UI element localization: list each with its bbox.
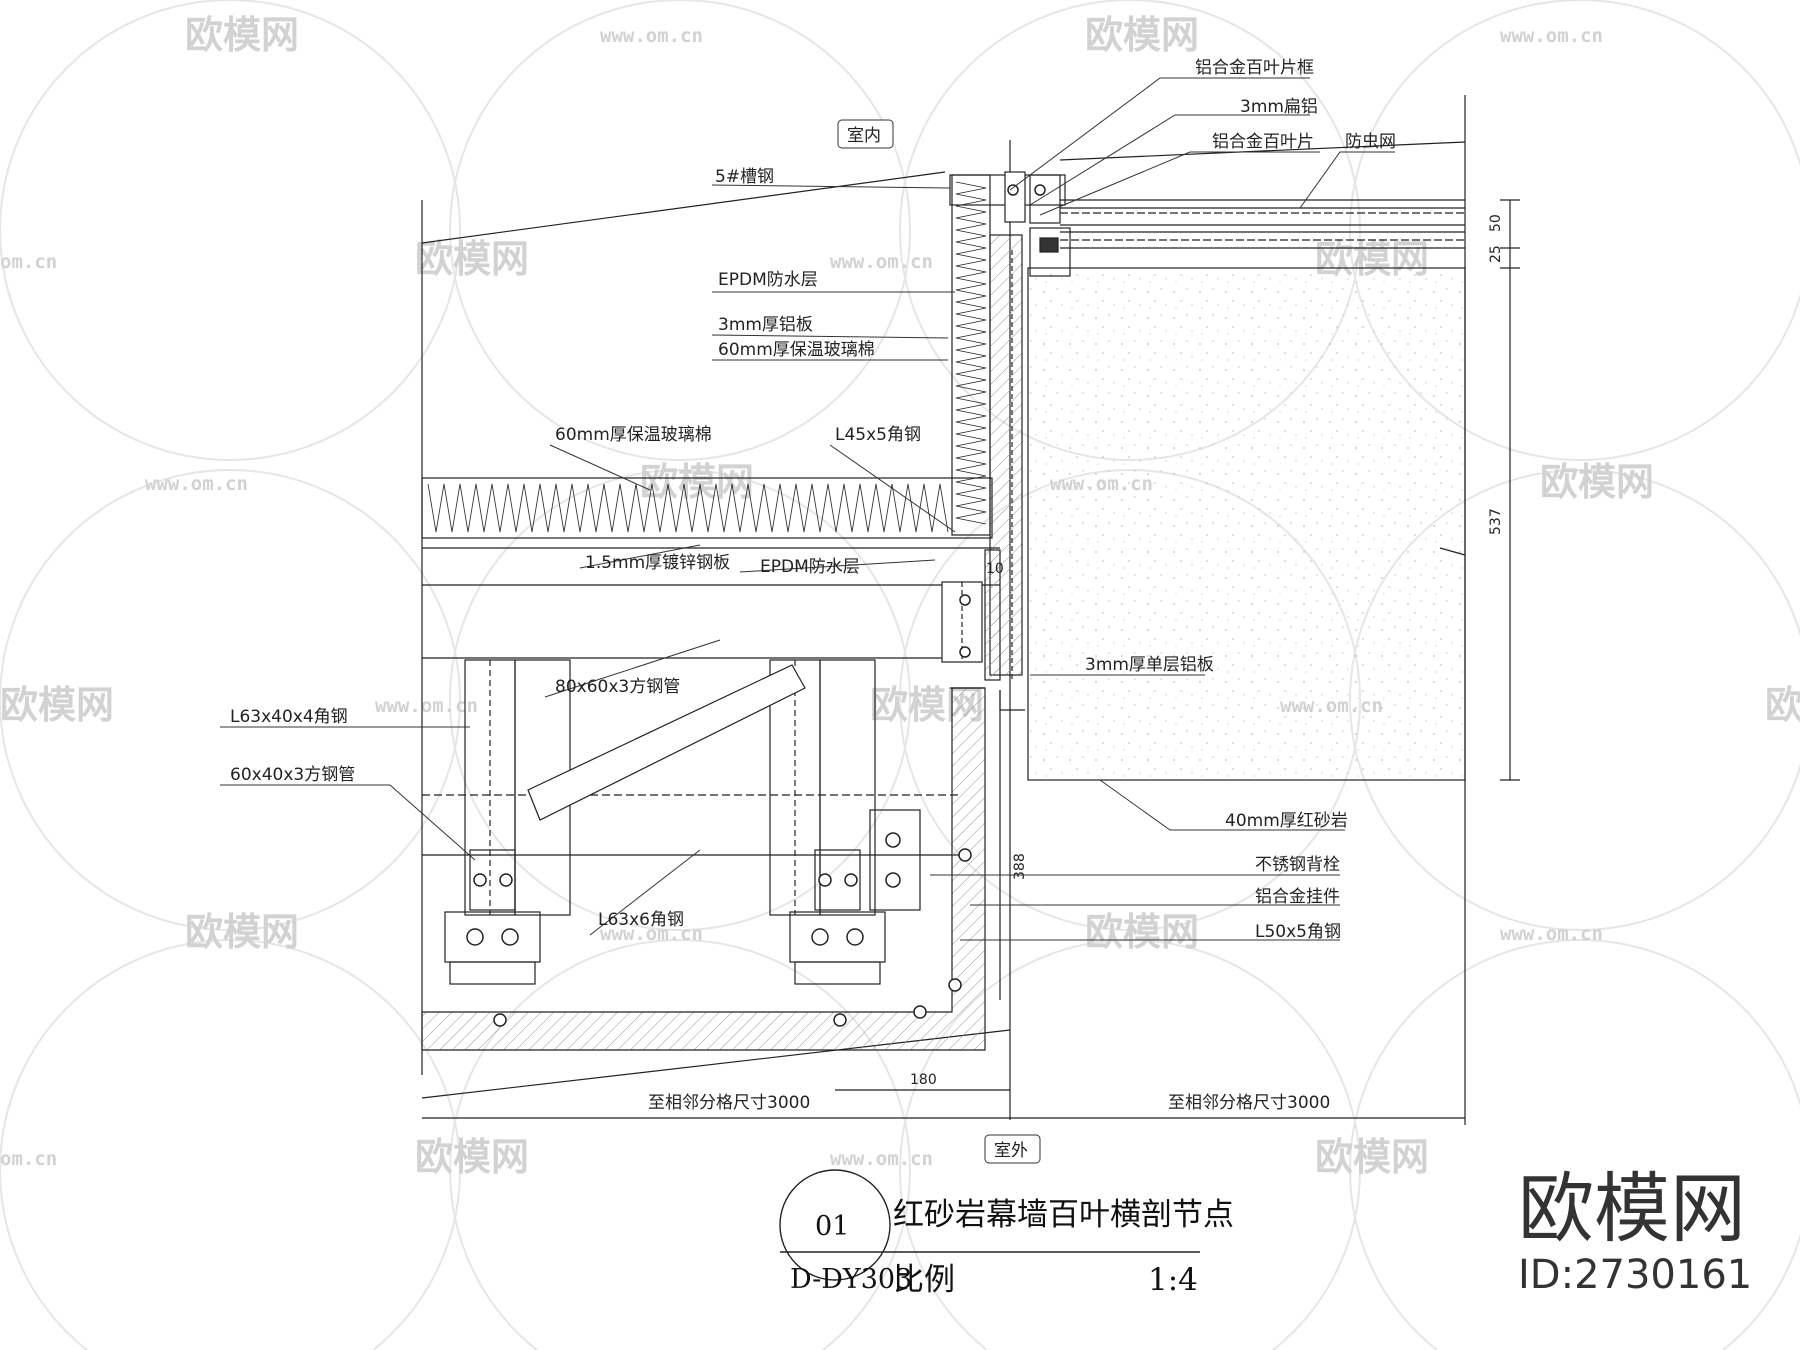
single-alu-label: 3mm厚单层铝板 <box>1085 655 1214 675</box>
svg-text:www.om.cn: www.om.cn <box>830 1148 933 1170</box>
drawing-number: D-DY303 <box>790 1264 912 1295</box>
svg-text:180: 180 <box>910 1072 937 1088</box>
dimension-labels: 50 25 537 10 388 180 <box>910 214 1504 1088</box>
adjacent-right-label: 至相邻分格尺寸3000 <box>1168 1093 1330 1113</box>
glass-wool-v-label: 60mm厚保温玻璃棉 <box>718 340 875 360</box>
svg-text:欧模网: 欧模网 <box>1085 910 1199 954</box>
svg-text:欧模网: 欧模网 <box>1765 683 1800 727</box>
ss-bolt-label: 不锈钢背栓 <box>1255 855 1340 875</box>
svg-text:om.cn: om.cn <box>0 1148 57 1170</box>
adjacent-left-label: 至相邻分格尺寸3000 <box>648 1093 810 1113</box>
svg-text:www.om.cn: www.om.cn <box>830 251 933 273</box>
svg-text:欧模网: 欧模网 <box>415 1135 529 1179</box>
svg-text:www.om.cn: www.om.cn <box>600 923 703 945</box>
louver-blade-label: 铝合金百叶片 <box>1212 132 1314 152</box>
angle-l63x40-label: L63x40x4角钢 <box>230 707 348 727</box>
square-tube-80-label: 80x60x3方钢管 <box>555 677 680 697</box>
svg-text:537: 537 <box>1488 508 1504 535</box>
drawing-lines <box>421 95 1520 1125</box>
outdoor-label: 室外 <box>994 1141 1028 1161</box>
sandstone-label: 40mm厚红砂岩 <box>1225 811 1348 831</box>
channel-steel-label: 5#槽钢 <box>715 167 774 187</box>
svg-text:欧模网: 欧模网 <box>1540 460 1654 504</box>
square-tube-60-label: 60x40x3方钢管 <box>230 765 355 785</box>
detail-number: 01 <box>815 1211 849 1242</box>
brand-logo: 欧模网 <box>1518 1164 1746 1253</box>
brand-id: ID:2730161 <box>1518 1252 1752 1298</box>
louver-frame-label: 铝合金百叶片框 <box>1195 58 1314 78</box>
bolt-icons <box>466 184 1046 1027</box>
angle-l63x6-label: L63x6角钢 <box>598 910 684 930</box>
flat-alu-label: 3mm扁铝 <box>1240 97 1318 117</box>
annotation-labels: 室内 室外 铝合金百叶片框 3mm扁铝 铝合金百叶片 防虫网 5#槽钢 EPDM… <box>230 58 1396 1164</box>
svg-text:388: 388 <box>1012 853 1028 880</box>
svg-text:欧模网: 欧模网 <box>640 460 754 504</box>
svg-text:欧模网: 欧模网 <box>185 13 299 57</box>
svg-text:www.om.cn: www.om.cn <box>1500 25 1603 47</box>
svg-text:欧模网: 欧模网 <box>1315 1135 1429 1179</box>
glass-wool-h-label: 60mm厚保温玻璃棉 <box>555 425 712 445</box>
svg-text:欧模网: 欧模网 <box>415 237 529 281</box>
alu-hanger-label: 铝合金挂件 <box>1255 887 1340 907</box>
svg-text:欧模网: 欧模网 <box>185 910 299 954</box>
alu-plate-label: 3mm厚铝板 <box>718 315 813 335</box>
epdm-top-label: EPDM防水层 <box>718 270 818 290</box>
svg-text:25: 25 <box>1488 245 1504 263</box>
leader-lines <box>220 77 1395 941</box>
indoor-label: 室内 <box>847 126 881 146</box>
svg-text:www.om.cn: www.om.cn <box>1500 923 1603 945</box>
brand-block: 欧模网 ID:2730161 <box>1518 1164 1752 1298</box>
epdm-bottom-label: EPDM防水层 <box>760 557 860 577</box>
svg-text:10: 10 <box>986 561 1004 577</box>
insect-net-label: 防虫网 <box>1345 132 1396 152</box>
title-block: 01 D-DY303 红砂岩幕墙百叶横剖节点 比例 1:4 <box>779 1169 1234 1298</box>
svg-text:欧模网: 欧模网 <box>0 683 114 727</box>
angle-l45-label: L45x5角钢 <box>835 425 921 445</box>
scale-label: 比例 <box>893 1262 955 1298</box>
svg-text:www.om.cn: www.om.cn <box>375 695 478 717</box>
svg-text:om.cn: om.cn <box>0 251 57 273</box>
galv-plate-label: 1.5mm厚镀锌钢板 <box>585 553 730 573</box>
svg-text:欧模网: 欧模网 <box>1085 13 1199 57</box>
watermarks: 欧模网 www.om.cn 欧模网 www.om.cn om.cn 欧模网 ww… <box>0 13 1800 1179</box>
angle-l50-label: L50x5角钢 <box>1255 922 1341 942</box>
svg-text:50: 50 <box>1488 214 1504 232</box>
svg-text:www.om.cn: www.om.cn <box>145 473 248 495</box>
drawing-title: 红砂岩幕墙百叶横剖节点 <box>893 1197 1234 1233</box>
scale-value: 1:4 <box>1148 1262 1198 1298</box>
svg-text:www.om.cn: www.om.cn <box>600 25 703 47</box>
